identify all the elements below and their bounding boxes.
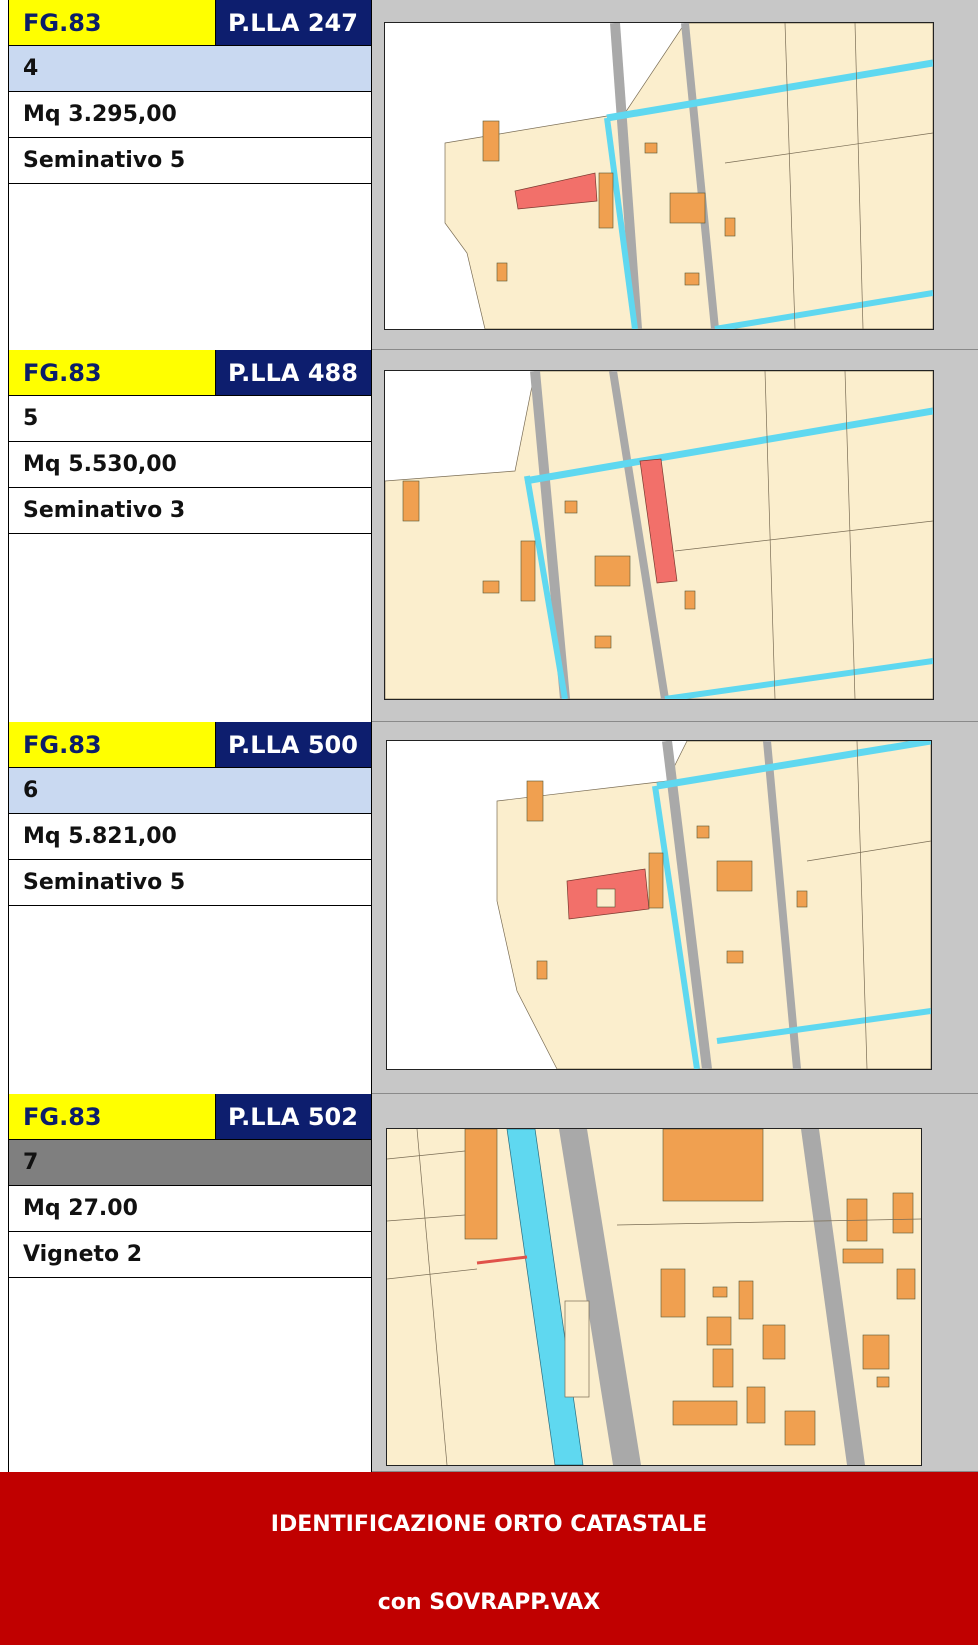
parcel-quality: Seminativo 5 xyxy=(9,860,371,906)
parcel-area: Mq 27.00 xyxy=(9,1186,371,1232)
cadastral-map-247 xyxy=(384,22,934,330)
parcel-area: Mq 5.530,00 xyxy=(9,442,371,488)
parcel-info-column: FG.83 P.LLA 247 4 Mq 3.295,00 Seminativo… xyxy=(8,0,372,350)
map-cell xyxy=(372,1094,978,1472)
foglio-label: FG.83 xyxy=(9,0,215,46)
parcel-block-500: FG.83 P.LLA 500 6 Mq 5.821,00 Seminativo… xyxy=(0,722,978,1094)
parcel-quality: Vigneto 2 xyxy=(9,1232,371,1278)
parcel-header: FG.83 P.LLA 488 xyxy=(9,350,371,396)
parcel-block-488: FG.83 P.LLA 488 5 Mq 5.530,00 Seminativo… xyxy=(0,350,978,722)
map-cell xyxy=(372,722,978,1094)
footer-banner: IDENTIFICAZIONE ORTO CATASTALE con SOVRA… xyxy=(0,1472,978,1645)
parcel-block-502: FG.83 P.LLA 502 7 Mq 27.00 Vigneto 2 xyxy=(0,1094,978,1472)
footer-title: IDENTIFICAZIONE ORTO CATASTALE xyxy=(270,1512,708,1537)
foglio-label: FG.83 xyxy=(9,1094,215,1140)
parcel-header: FG.83 P.LLA 502 xyxy=(9,1094,371,1140)
parcel-area: Mq 5.821,00 xyxy=(9,814,371,860)
parcel-index: 6 xyxy=(9,768,371,814)
parcel-header: FG.83 P.LLA 500 xyxy=(9,722,371,768)
particella-label: P.LLA 502 xyxy=(215,1094,371,1140)
footer-subtitle: con SOVRAPP.VAX xyxy=(377,1590,601,1615)
parcel-index: 5 xyxy=(9,396,371,442)
particella-label: P.LLA 488 xyxy=(215,350,371,396)
cadastral-map-502 xyxy=(386,1128,922,1466)
parcel-index: 4 xyxy=(9,46,371,92)
parcel-info-column: FG.83 P.LLA 502 7 Mq 27.00 Vigneto 2 xyxy=(8,1094,372,1472)
parcel-area: Mq 3.295,00 xyxy=(9,92,371,138)
particella-label: P.LLA 247 xyxy=(215,0,371,46)
foglio-label: FG.83 xyxy=(9,722,215,768)
parcel-info-column: FG.83 P.LLA 500 6 Mq 5.821,00 Seminativo… xyxy=(8,722,372,1094)
parcel-block-247: FG.83 P.LLA 247 4 Mq 3.295,00 Seminativo… xyxy=(0,0,978,350)
map-cell xyxy=(372,350,978,722)
parcel-index: 7 xyxy=(9,1140,371,1186)
cadastral-map-500 xyxy=(386,740,932,1070)
parcel-quality: Seminativo 5 xyxy=(9,138,371,184)
particella-label: P.LLA 500 xyxy=(215,722,371,768)
parcel-info-column: FG.83 P.LLA 488 5 Mq 5.530,00 Seminativo… xyxy=(8,350,372,722)
parcel-header: FG.83 P.LLA 247 xyxy=(9,0,371,46)
map-cell xyxy=(372,0,978,350)
parcel-quality: Seminativo 3 xyxy=(9,488,371,534)
cadastral-map-488 xyxy=(384,370,934,700)
foglio-label: FG.83 xyxy=(9,350,215,396)
